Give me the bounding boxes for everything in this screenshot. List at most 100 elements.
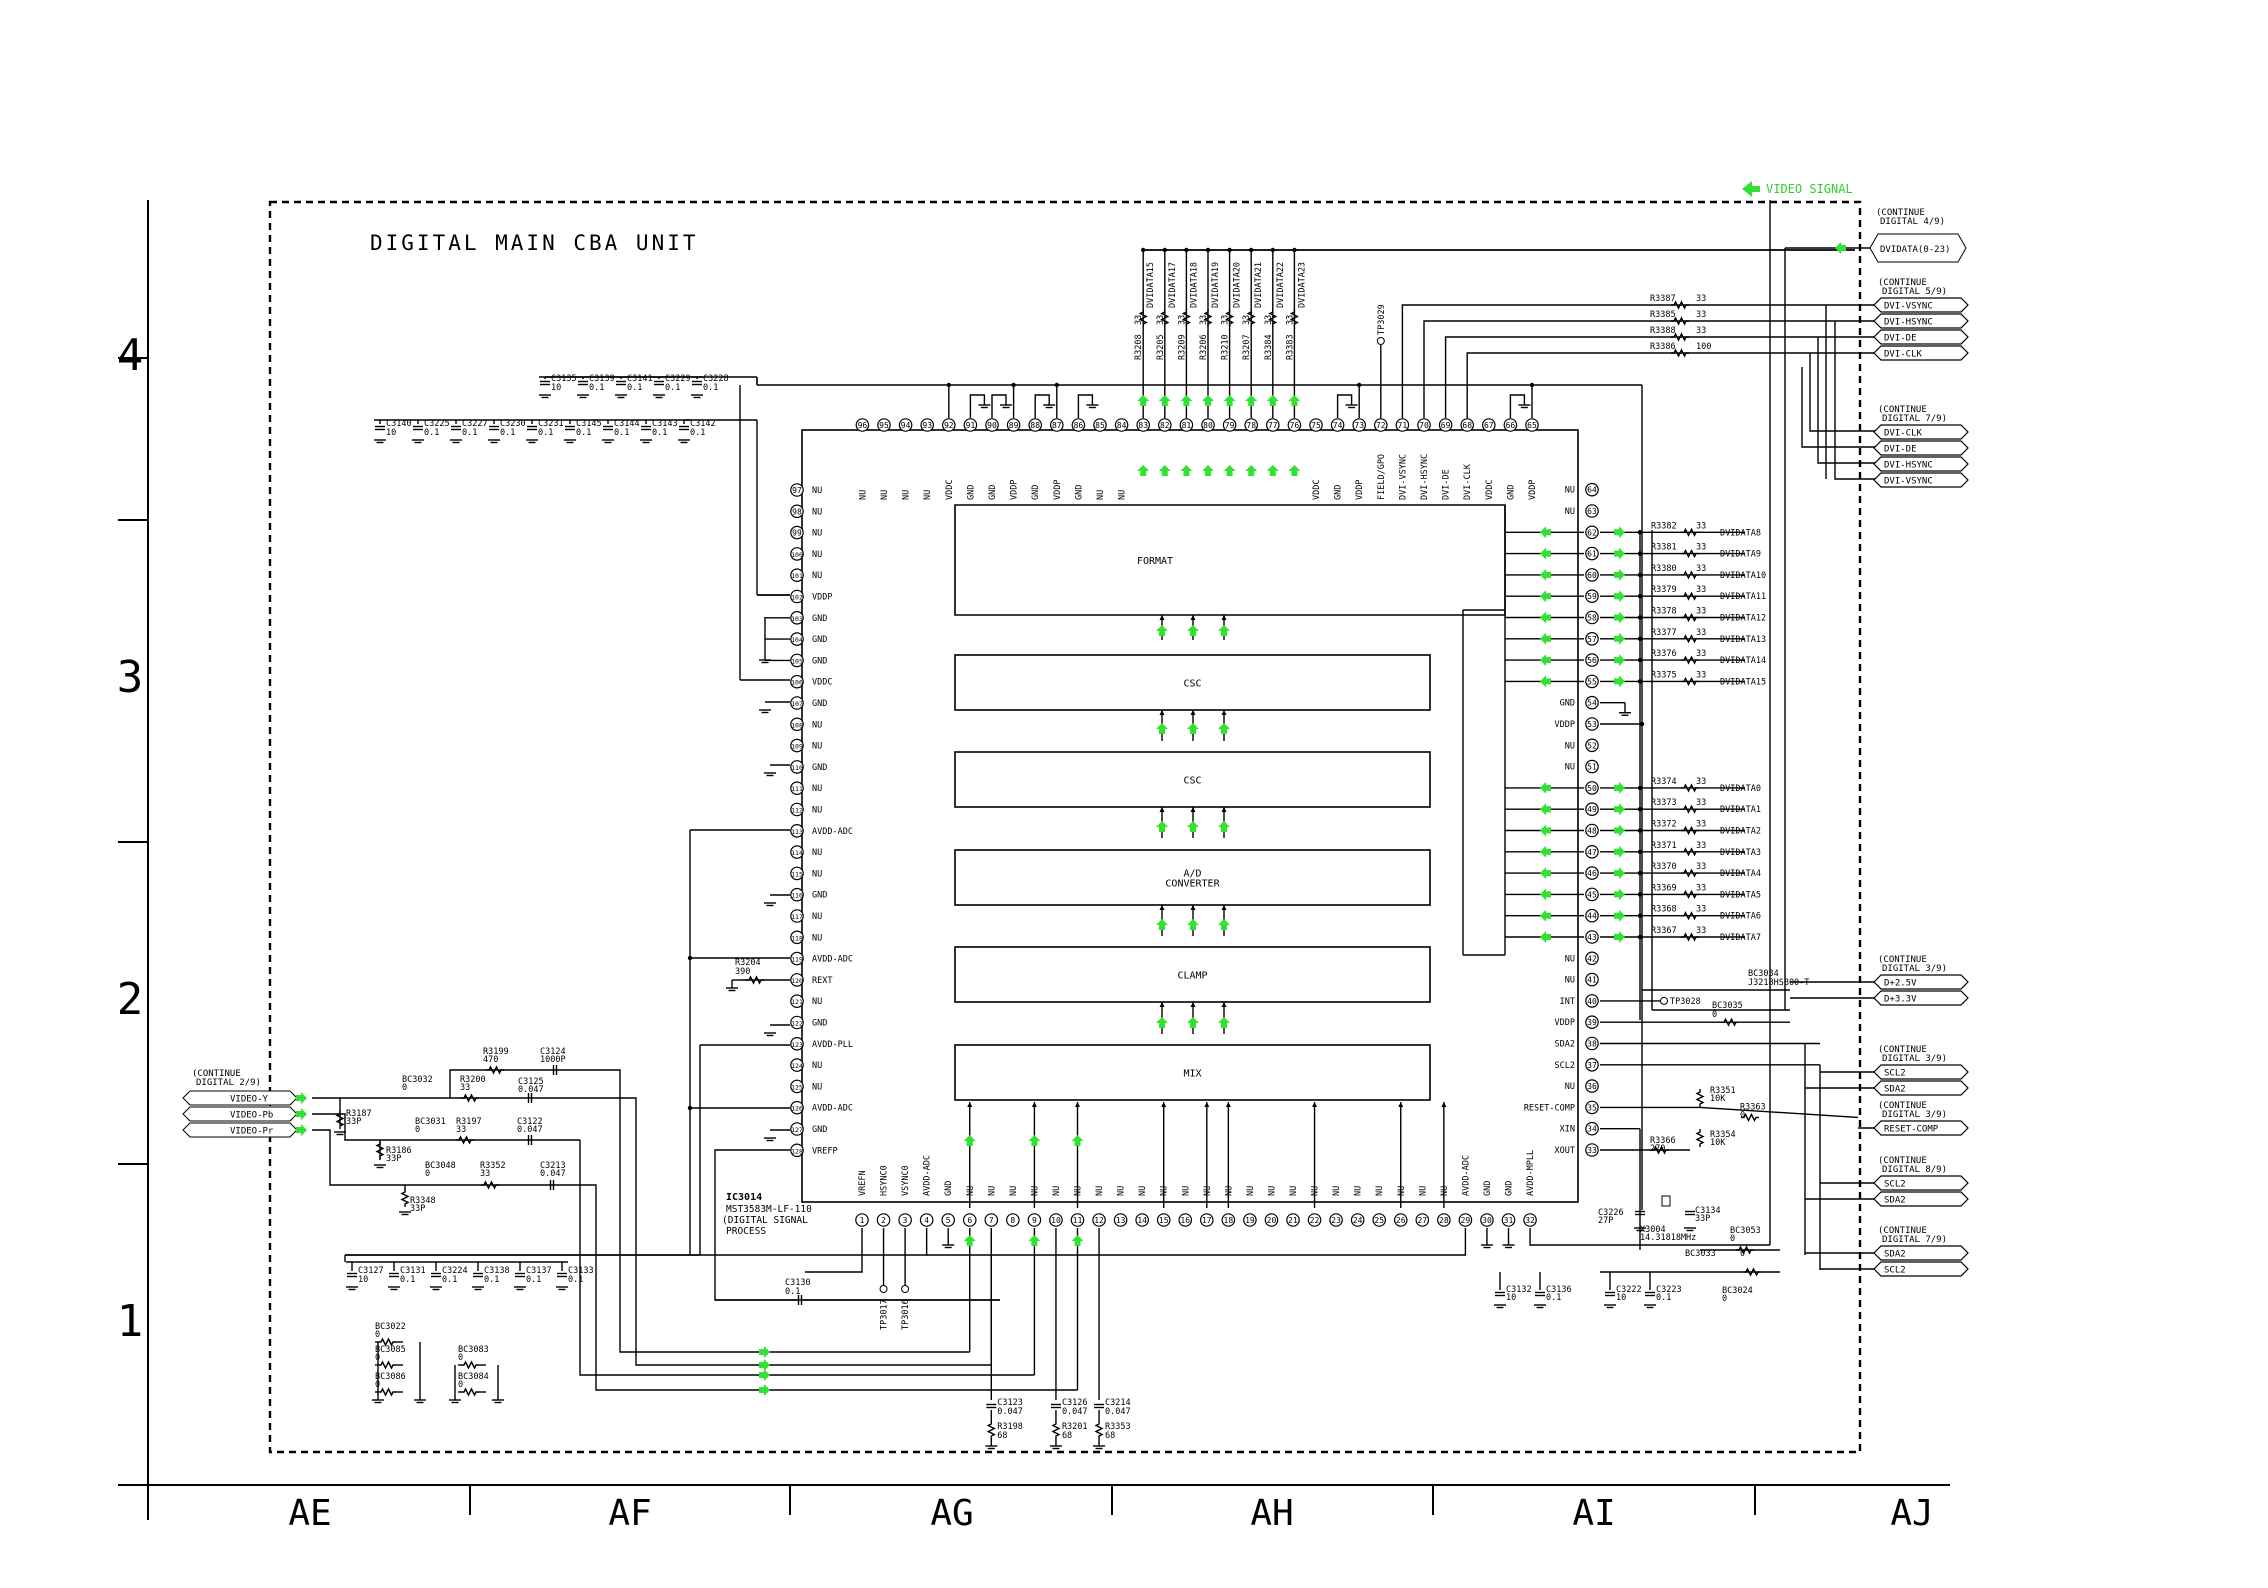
pin-circle [1092,1213,1106,1227]
resistor-R3377 [1681,634,1699,644]
video-signal-arrow-icon [1156,821,1168,832]
pin-64: 64 [1587,486,1597,495]
pin-circle [1049,1213,1063,1227]
signal-DVIDATA17: DVIDATA17 [1168,262,1178,308]
pin-label-15: NU [1160,1186,1170,1196]
res-ref-R3363: R3363 [1740,1102,1766,1112]
cap-ref-C3225: C3225 [424,419,450,429]
pin-circle [1523,1213,1537,1227]
pin-85: 85 [1095,421,1105,430]
pin-circle [876,1213,891,1227]
pin-circle [1438,418,1453,432]
cap-value-C3122: 0.047 [517,1125,543,1135]
pin-circle [1501,1213,1516,1227]
pin-label-32: AVDD-MPLL [1526,1150,1536,1196]
pin-127: 127 [791,1126,803,1134]
cap-value-C3131: 0.1 [400,1275,415,1285]
res-value-R3386: 100 [1696,342,1711,352]
res-ref-R3388: R3388 [1650,326,1676,336]
capacitor-C3142 [679,425,689,431]
pin-107: 107 [791,700,803,708]
ground-icon [615,394,627,399]
connector-flag [1873,329,1969,345]
ground-icon [1086,404,1099,409]
res-value-R3366: 270 [1650,1144,1665,1154]
pin-label-6: NU [966,1186,976,1196]
pin-circle [790,760,804,774]
pin-label-101: NU [812,571,822,581]
pin-label-35: RESET-COMP [1524,1103,1575,1113]
resistor-R3383 [1289,309,1299,327]
pin-circle [1585,546,1599,561]
ground-icon [449,1399,461,1404]
cap-value-C3226: 27P [1598,1216,1613,1226]
video-signal-arrow-icon [1540,547,1551,560]
connector-flag [1873,440,1969,456]
pin-circle [1136,418,1150,432]
cap-value-c3214: 0.047 [1105,1407,1131,1417]
ground-icon [1494,1304,1506,1309]
res-value-R3378: 33 [1696,607,1706,617]
res-value-r3198: 68 [997,1431,1007,1441]
video-signal-arrow-icon [1028,1235,1041,1246]
ground-icon [1619,712,1631,716]
c3a-subtitle: DIGITAL 3/9) [1882,964,1947,974]
block-label: A/D [1183,869,1201,880]
cap-ref-C3228: C3228 [703,374,729,384]
column-label-AI: AI [1572,1493,1615,1534]
pin-circle [790,525,804,540]
capacitor-c3132 [1495,1291,1505,1297]
signal-DVIDATA7: DVIDATA7 [1720,933,1761,943]
pin-label-34: XIN [1560,1125,1575,1135]
pin-circle [1585,1121,1599,1136]
video-signal-arrow-icon [1614,675,1625,688]
res-value-R3384: 33 [1264,315,1274,325]
c7a-subtitle: DIGITAL 7/9) [1882,414,1947,424]
pin-99: 99 [792,529,802,538]
pin-circle [919,1213,934,1227]
pin-61: 61 [1587,550,1597,559]
res-ref-R3374: R3374 [1651,777,1677,787]
res-value-R3209: 33 [1177,315,1187,325]
ground-icon [1049,1445,1062,1450]
c2-subtitle: DIGITAL 2/9) [196,1078,261,1088]
video-signal-arrow-icon [1835,242,1846,254]
block-rect [954,1044,1431,1101]
block-clamp: CLAMP [954,946,1431,1003]
capacitor-C3213 [549,1180,555,1190]
video-signal-arrow-icon [1071,1135,1084,1146]
wire [991,394,1007,418]
ground-icon [691,394,703,399]
cap-value-c3126: 0.047 [1062,1407,1088,1417]
pin-58: 58 [1587,614,1597,623]
res-value-R3381: 33 [1696,543,1706,553]
cap-ref-C3231: C3231 [538,419,564,429]
video-signal-arrow-icon [1540,675,1551,688]
junction-dot [946,382,951,388]
pin-circle [1585,866,1599,880]
resistor-R3200 [461,1093,479,1103]
capacitor-C3137 [515,1272,525,1278]
c5-subtitle: DIGITAL 5/9) [1882,287,1947,297]
pin-63: 63 [1587,507,1597,516]
wire [620,1097,992,1366]
cap-ref-C3140: C3140 [386,419,412,429]
bc3053-value: 0 [1730,1234,1735,1244]
ic-desc2: PROCESS [726,1226,766,1237]
pin-circle [963,418,978,432]
pin-label-21: NU [1289,1186,1299,1196]
pin-91: 91 [966,421,976,430]
cap-ref-C3141: C3141 [627,374,653,384]
capacitor-C3229 [654,380,664,386]
cap-value-c3136: 0.1 [1546,1293,1561,1303]
signal-DVIDATA10: DVIDATA10 [1720,571,1766,581]
c3a-title: (CONTINUE [1878,955,1927,965]
signal-direction-icon [1159,615,1165,620]
cap-ref-C3143: C3143 [652,419,678,429]
pin-12: 12 [1094,1216,1104,1225]
pin-59: 59 [1587,592,1597,601]
c4-title: (CONTINUE [1876,208,1925,218]
cap-value-C3144: 0.1 [614,428,629,438]
signal-direction-icon [1159,1002,1165,1007]
cap-value-c3223: 0.1 [1656,1293,1671,1303]
